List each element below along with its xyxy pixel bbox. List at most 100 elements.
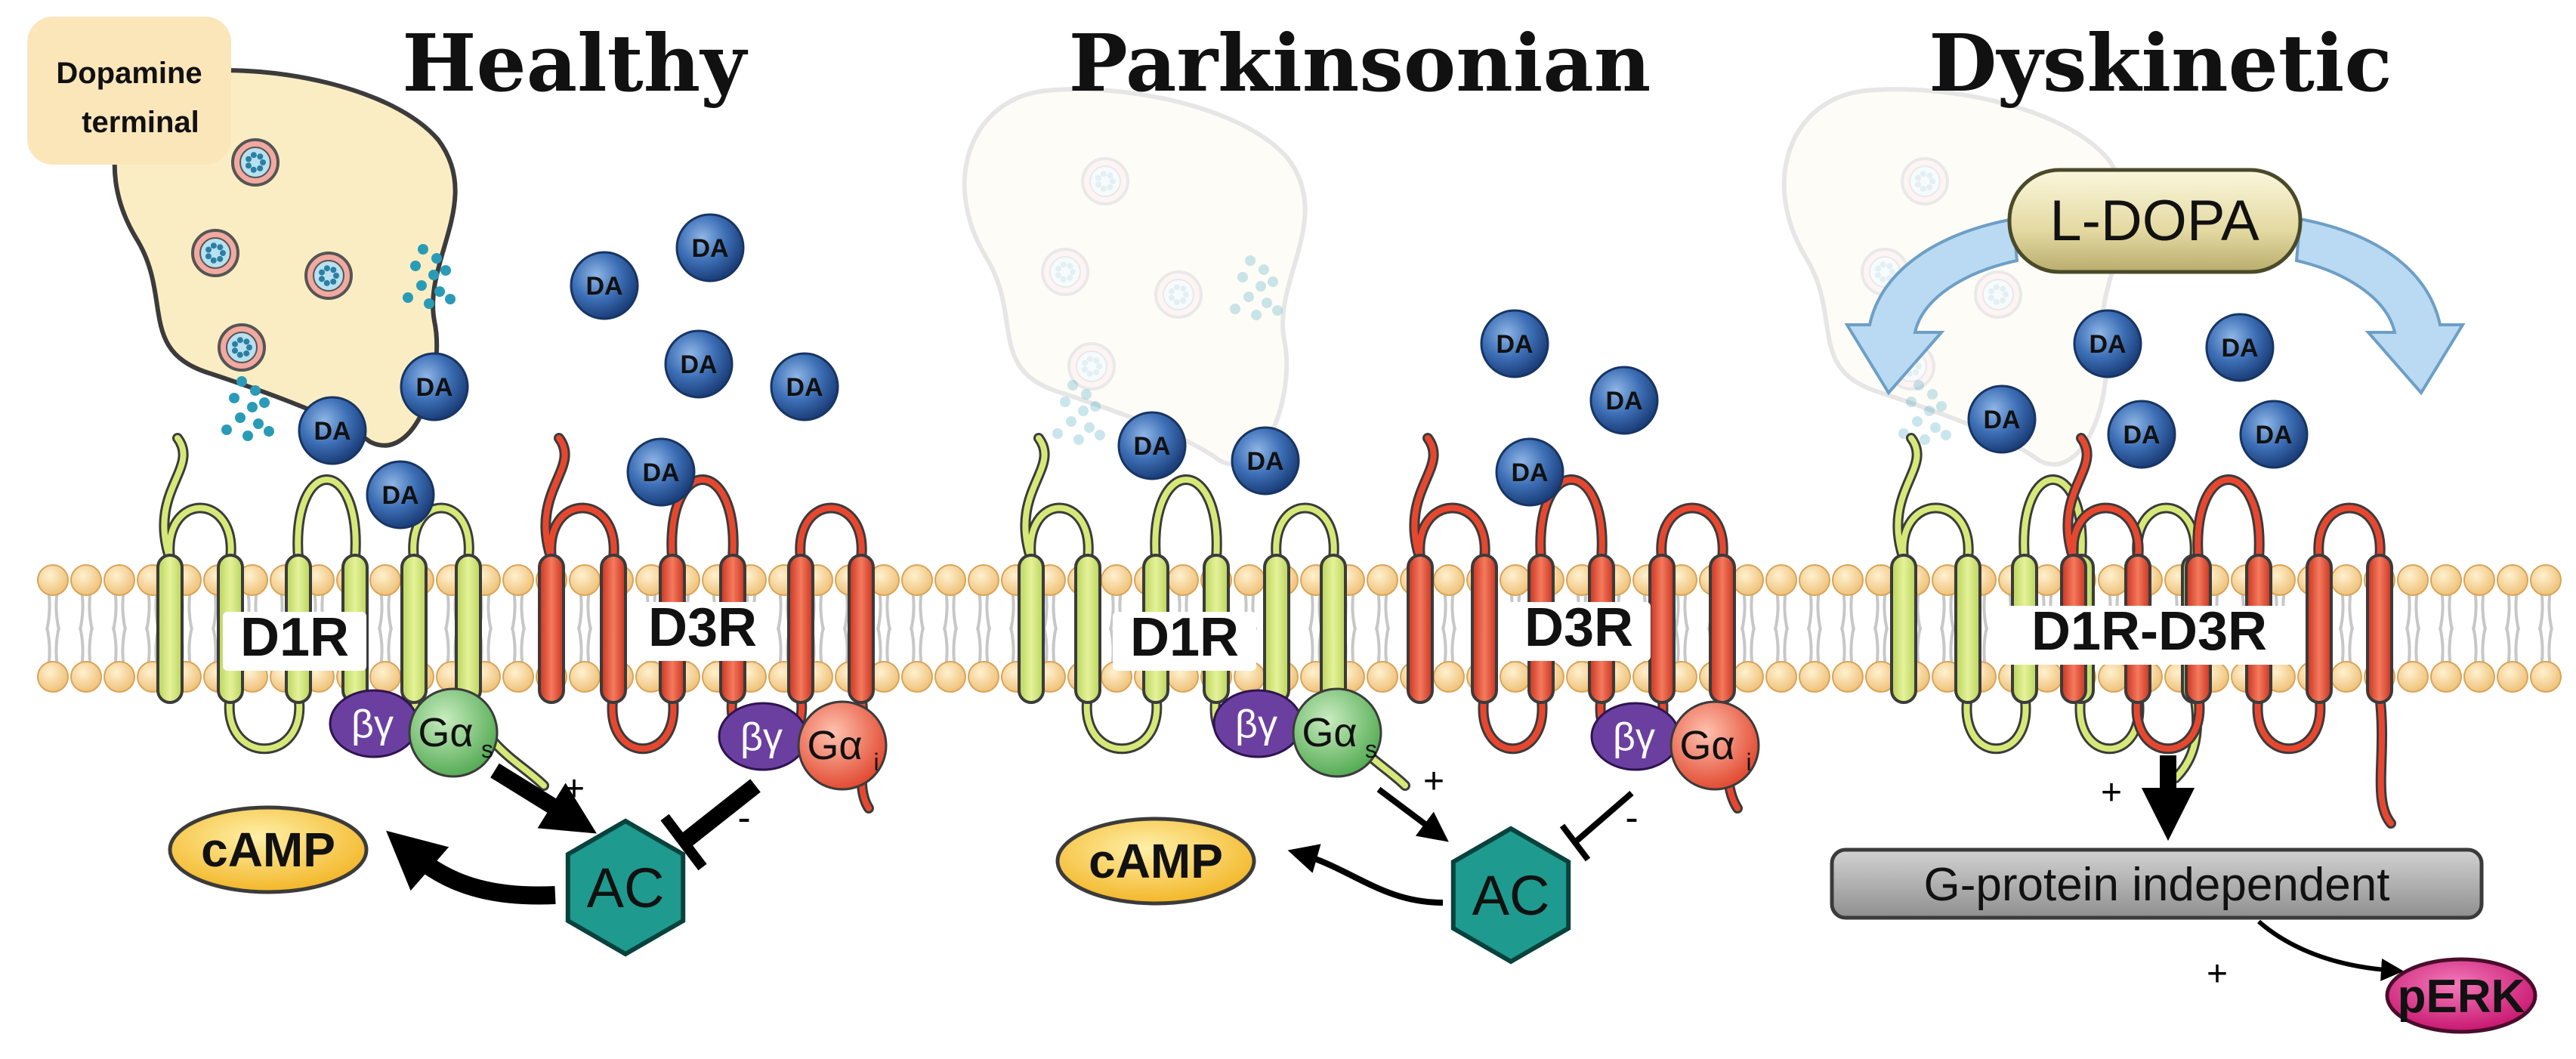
lipid-head <box>569 564 601 596</box>
dopamine-molecule <box>231 347 238 354</box>
dopamine-molecule <box>210 242 217 249</box>
transmembrane-helix <box>848 554 875 704</box>
dopamine-molecule <box>1055 272 1061 279</box>
dopamine-molecule <box>1100 171 1107 178</box>
sign-plus-gs-parkinsonian: + <box>1423 761 1444 801</box>
transmembrane-helix <box>1320 554 1347 704</box>
released-dopamine <box>434 286 445 297</box>
vesicle-core <box>226 332 258 363</box>
adenylyl-cyclase-healthy <box>565 818 686 957</box>
synaptic-vesicle <box>1974 270 2022 319</box>
dopamine-molecule <box>245 162 252 169</box>
dopamine-molecule <box>257 153 264 160</box>
lipid-head <box>1234 564 1265 596</box>
da-label: DA <box>2123 421 2160 449</box>
lipid-head <box>1732 661 1764 693</box>
gi-protein-healthy-g-alpha-subscript: i <box>873 749 879 776</box>
sign-plus-heteromer: + <box>2101 773 2122 813</box>
released-dopamine <box>1066 416 1076 427</box>
released-dopamine <box>416 280 427 291</box>
dopamine-molecule <box>1055 265 1062 272</box>
released-dopamine <box>1259 264 1269 275</box>
gs-protein-parkinsonian-g-alpha-subscript: s <box>1365 736 1377 763</box>
released-dopamine <box>1081 389 1092 400</box>
dopamine-terminal-label-line2: terminal <box>82 106 199 139</box>
released-dopamine <box>403 292 413 303</box>
lipid-tails <box>112 590 127 667</box>
lipid-head <box>1500 564 1531 596</box>
gi-protein-parkinsonian-g-alpha <box>1669 700 1760 791</box>
dopamine-molecule <box>257 165 264 171</box>
dopamine-molecule-da <box>1589 366 1659 435</box>
vesicle-core <box>1982 279 2014 310</box>
gi-protein-healthy-beta-gamma-label: βγ <box>740 715 783 759</box>
lipid-head <box>1832 661 1864 693</box>
dopamine-molecule <box>1988 295 1994 301</box>
released-dopamine <box>1262 298 1272 308</box>
lipid-head <box>1367 564 1398 596</box>
released-dopamine <box>428 270 439 280</box>
dopamine-molecule <box>1879 261 1886 268</box>
adenylyl-cyclase-parkinsonian <box>1450 826 1571 965</box>
released-dopamine <box>1245 255 1256 266</box>
dopamine-molecule <box>2000 297 2006 304</box>
da-label: DA <box>1511 458 1548 487</box>
released-dopamine <box>1920 434 1930 445</box>
lipid-head <box>1167 564 1199 596</box>
dopamine-molecule <box>2003 292 2009 298</box>
vesicle-core <box>239 147 271 178</box>
dopamine-molecule <box>1100 185 1107 192</box>
dopamine-molecule <box>1879 276 1886 283</box>
lipid-tails <box>577 590 592 667</box>
dopamine-terminal-label-bg <box>27 17 231 165</box>
lipid-head <box>901 661 933 693</box>
lipid-tails <box>976 590 991 667</box>
released-dopamine <box>1912 416 1923 427</box>
released-dopamine <box>253 418 264 429</box>
transmembrane-helix <box>1890 554 1917 704</box>
lipid-head <box>37 661 69 693</box>
released-dopamine <box>1090 401 1101 412</box>
transmembrane-helix <box>538 554 565 704</box>
lipid-tails <box>1940 590 1955 667</box>
dopamine-molecule-da <box>2107 400 2176 469</box>
dopamine-molecule-da <box>2073 309 2142 378</box>
lipid-tails <box>1375 590 1390 667</box>
dopamine-molecule <box>1095 174 1102 181</box>
gs-protein-parkinsonian-g-alpha-label: Gα <box>1302 710 1357 755</box>
released-dopamine <box>264 426 274 437</box>
terminal-body <box>962 87 1308 467</box>
dopamine-molecule <box>236 351 243 358</box>
dopamine-molecule <box>330 267 337 273</box>
released-dopamine <box>259 397 270 408</box>
arrow-ac-to-camp-parkinsonian <box>1287 844 1444 906</box>
sign-plus-perk: + <box>2207 954 2228 994</box>
released-dopamine <box>1060 397 1070 407</box>
lipid-head <box>103 564 135 596</box>
lipid-tails <box>2472 590 2487 667</box>
dopamine-molecule-da <box>298 396 367 465</box>
receptor-loops <box>2065 435 2394 826</box>
dopamine-molecule <box>1886 263 1893 270</box>
camp-parkinsonian <box>1055 817 1256 906</box>
label-d1r-d3r-heteromer: D1R-D3R <box>2031 601 2267 662</box>
inhibition-gi-to-ac-healthy <box>678 779 761 849</box>
dopamine-molecule <box>246 344 252 350</box>
lipid-head <box>1765 661 1797 693</box>
lipid-head <box>37 564 69 596</box>
transmembrane-helix <box>1954 554 1981 704</box>
dopamine-molecule <box>1180 286 1187 292</box>
lipid-head <box>1732 564 1764 596</box>
da-label: DA <box>1983 406 2020 434</box>
lipid-tails <box>79 590 94 667</box>
vesicle-core <box>1049 256 1081 288</box>
released-dopamine <box>440 265 451 276</box>
da-label: DA <box>680 350 717 379</box>
released-dopamine <box>431 253 442 264</box>
lipid-head <box>1101 564 1132 596</box>
lipid-head <box>2397 564 2429 596</box>
da-label: DA <box>691 234 728 263</box>
dopamine-molecule <box>1913 369 1920 375</box>
dopamine-molecule <box>1926 184 1933 190</box>
lipid-tails <box>876 590 891 667</box>
